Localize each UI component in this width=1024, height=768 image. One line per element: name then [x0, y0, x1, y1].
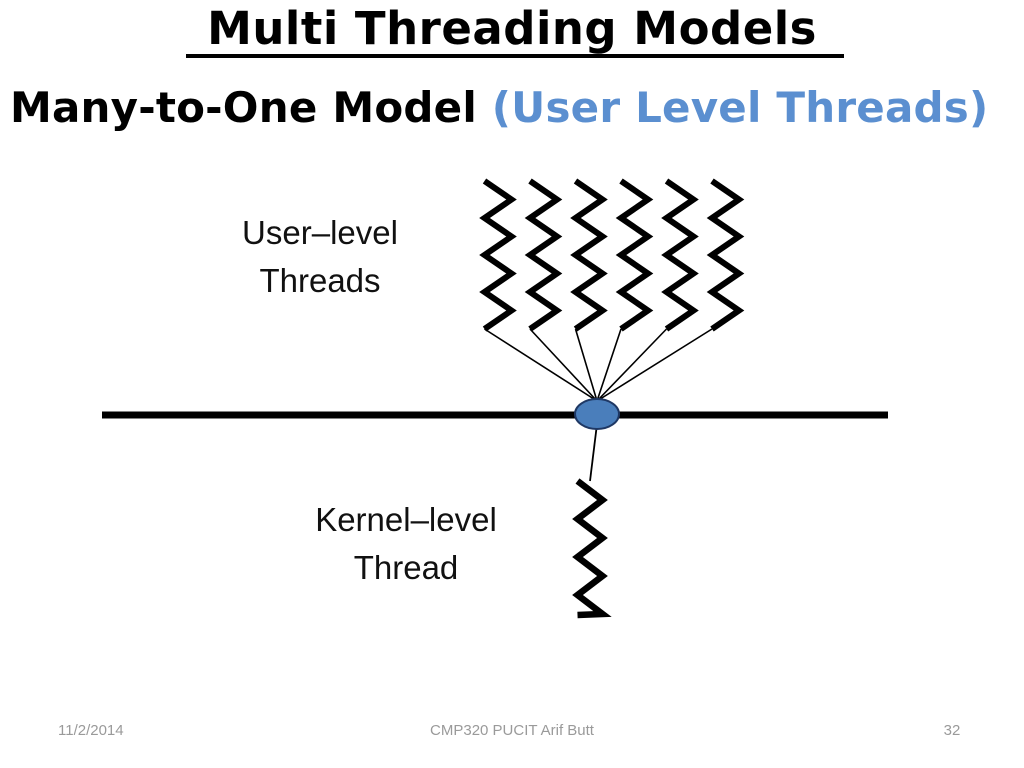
footer-course-info: CMP320 PUCIT Arif Butt — [430, 722, 594, 739]
thread-mapping-line — [529, 328, 598, 402]
thread-mapping-line — [596, 328, 622, 402]
page-subtitle: Many-to-One Model (User Level Threads) — [10, 83, 1024, 132]
kernel-mapping-node — [574, 398, 620, 430]
subtitle-accent-text: (User Level Threads) — [491, 83, 989, 132]
thread-mapping-line — [484, 328, 598, 402]
user-level-threads-label: User–level Threads — [148, 209, 492, 305]
kernel-level-thread-label-line1: Kernel–level — [315, 501, 497, 538]
user-thread-squiggle — [706, 178, 745, 332]
user-level-threads-label-line1: User–level — [242, 214, 398, 251]
title-underline — [186, 54, 844, 58]
subtitle-main-text: Many-to-One Model — [10, 83, 492, 132]
footer-date: 11/2/2014 — [58, 722, 124, 739]
user-threads-group — [479, 178, 745, 332]
user-thread-squiggle — [570, 178, 608, 332]
thread-mapping-line — [596, 328, 668, 402]
user-thread-squiggle — [479, 178, 517, 332]
kernel-level-thread-label: Kernel–level Thread — [234, 496, 578, 592]
user-thread-squiggle — [661, 178, 699, 332]
thread-mapping-lines-group — [484, 328, 713, 402]
thread-mapping-line — [574, 328, 598, 402]
footer-page-number: 32 — [943, 722, 961, 739]
thread-mapping-line — [596, 328, 713, 402]
kernel-thread-group — [572, 423, 612, 619]
user-thread-squiggle — [615, 178, 654, 332]
user-thread-squiggle — [524, 178, 563, 332]
kernel-thread-squiggle — [572, 478, 612, 619]
kernel-thread-stem — [589, 423, 598, 482]
kernel-level-thread-label-line2: Thread — [353, 549, 459, 586]
user-level-threads-label-line2: Threads — [259, 262, 381, 299]
page-title: Multi Threading Models — [207, 2, 817, 55]
